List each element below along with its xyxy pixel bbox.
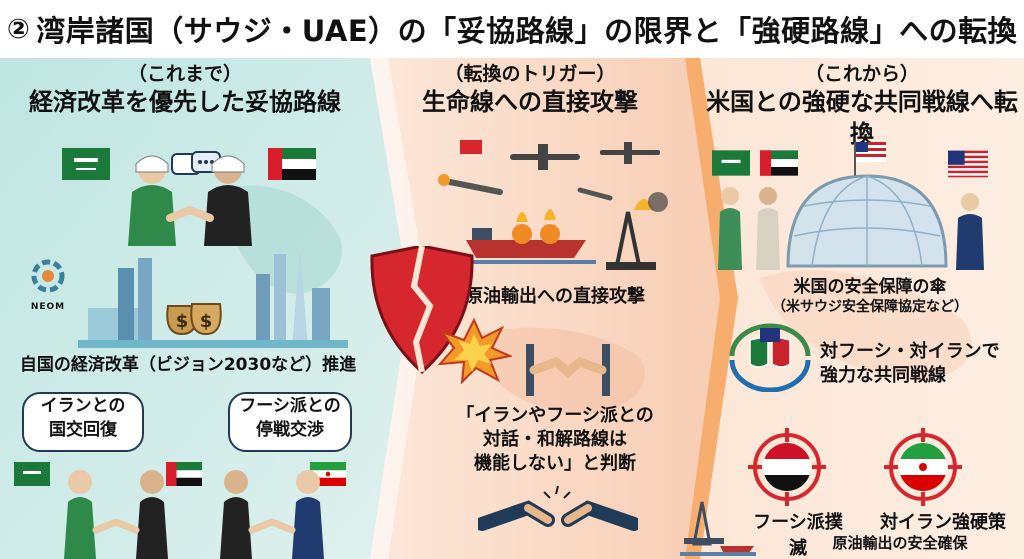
dome-shield-icon [786, 142, 948, 268]
uae-flag-icon [166, 462, 202, 486]
middle-subtitle: （転換のトリガー） [444, 63, 616, 85]
right-target-iran: 対イラン強硬策 [880, 512, 1006, 533]
drone-icon [438, 140, 660, 201]
middle-column-header: （転換のトリガー） 生命線への直接攻撃 [380, 62, 680, 118]
left-heading: 経済改革を優先した妥協路線 [29, 88, 341, 116]
bubble-iran-line-1: イランとの [40, 396, 126, 416]
oil-rig-icon [680, 501, 756, 556]
target-icon [884, 428, 962, 506]
money-bag-icon: $ $ [166, 303, 222, 336]
bubble-houthi-line-2: 停戦交渉 [256, 420, 324, 440]
cycle-arrows-icon [729, 323, 811, 392]
bubble-iran-relations: イランとの 国交回復 [22, 392, 144, 452]
middle-attack-label: 原油輸出への直接攻撃 [465, 286, 645, 307]
diplomacy-figures-icon [64, 470, 324, 559]
uae-flag-icon [268, 148, 316, 180]
middle-heading: 生命線への直接攻撃 [422, 88, 638, 116]
left-subtitle: （これまで） [127, 63, 242, 85]
right-umbrella-label: 米国の安全保障の傘 [793, 277, 947, 297]
joint-front-line-1: 対フーシ・対イランで [820, 341, 1000, 362]
yemen-flag-icon [763, 443, 811, 491]
svg-text:$: $ [176, 311, 189, 332]
saudi-flag-icon [62, 148, 110, 180]
neom-logo-icon [31, 259, 65, 293]
broken-shield-icon [370, 246, 474, 375]
right-oil-security: 原油輸出の安全確保 [832, 534, 968, 552]
left-column-header: （これまで） 経済改革を優先した妥協路線 [0, 62, 370, 118]
saudi-flag-icon [14, 462, 50, 486]
oil-rig-icon [606, 192, 668, 270]
saudi-flag-icon [712, 150, 750, 176]
page-title: ② 湾岸諸国（サウジ・UAE）の「妥協路線」の限界と「強硬路線」への転換 [0, 0, 1024, 58]
title-text: 湾岸諸国（サウジ・UAE）の「妥協路線」の限界と「強硬路線」への転換 [36, 14, 1018, 48]
usa-flag-icon [948, 150, 988, 178]
explosion-icon [437, 318, 512, 384]
svg-text:$: $ [200, 311, 213, 332]
handshake-icon [526, 344, 610, 396]
handshake-icon [128, 155, 252, 246]
right-column-header: （これから） 米国との強硬な共同戦線へ転換 [700, 62, 1024, 150]
joint-front-line-2: 強力な共同戦線 [820, 365, 946, 386]
uae-flag-icon [760, 150, 798, 176]
neom-logo-text: NEOM [30, 302, 66, 312]
bubble-houthi-ceasefire: フーシ派との 停戦交渉 [228, 392, 352, 452]
judgement-line-2: 対話・和解路線は [483, 429, 627, 450]
right-heading: 米国との強硬な共同戦線へ転換 [706, 88, 1018, 148]
right-umbrella-sub: （米サウジ安全保障協定など） [772, 299, 968, 315]
right-subtitle: （これから） [804, 63, 919, 85]
left-reform-label: 自国の経済改革（ビジョン2030など）推進 [19, 355, 357, 375]
bubble-houthi-line-1: フーシ派との [239, 396, 341, 416]
right-joint-front: 対フーシ・対イランで 強力な共同戦線 [820, 340, 1020, 388]
city-skyline-icon [78, 248, 348, 348]
judgement-line-1: 「イランやフーシ派との [456, 405, 654, 426]
bubble-iran-line-2: 国交回復 [49, 420, 117, 440]
right-target-houthi: フーシ派撲滅 [753, 512, 843, 559]
us-official-icon [956, 193, 984, 270]
target-icon [748, 428, 826, 506]
title-number: ② [6, 13, 31, 45]
gulf-leaders-icon [718, 187, 780, 270]
iran-flag-icon [899, 443, 947, 491]
broken-handshake-icon [478, 485, 638, 531]
tanker-icon [466, 192, 668, 270]
judgement-line-3: 機能しない」と判断 [474, 453, 636, 474]
middle-judgement: 「イランやフーシ派との 対話・和解路線は 機能しない」と判断 [430, 404, 680, 476]
